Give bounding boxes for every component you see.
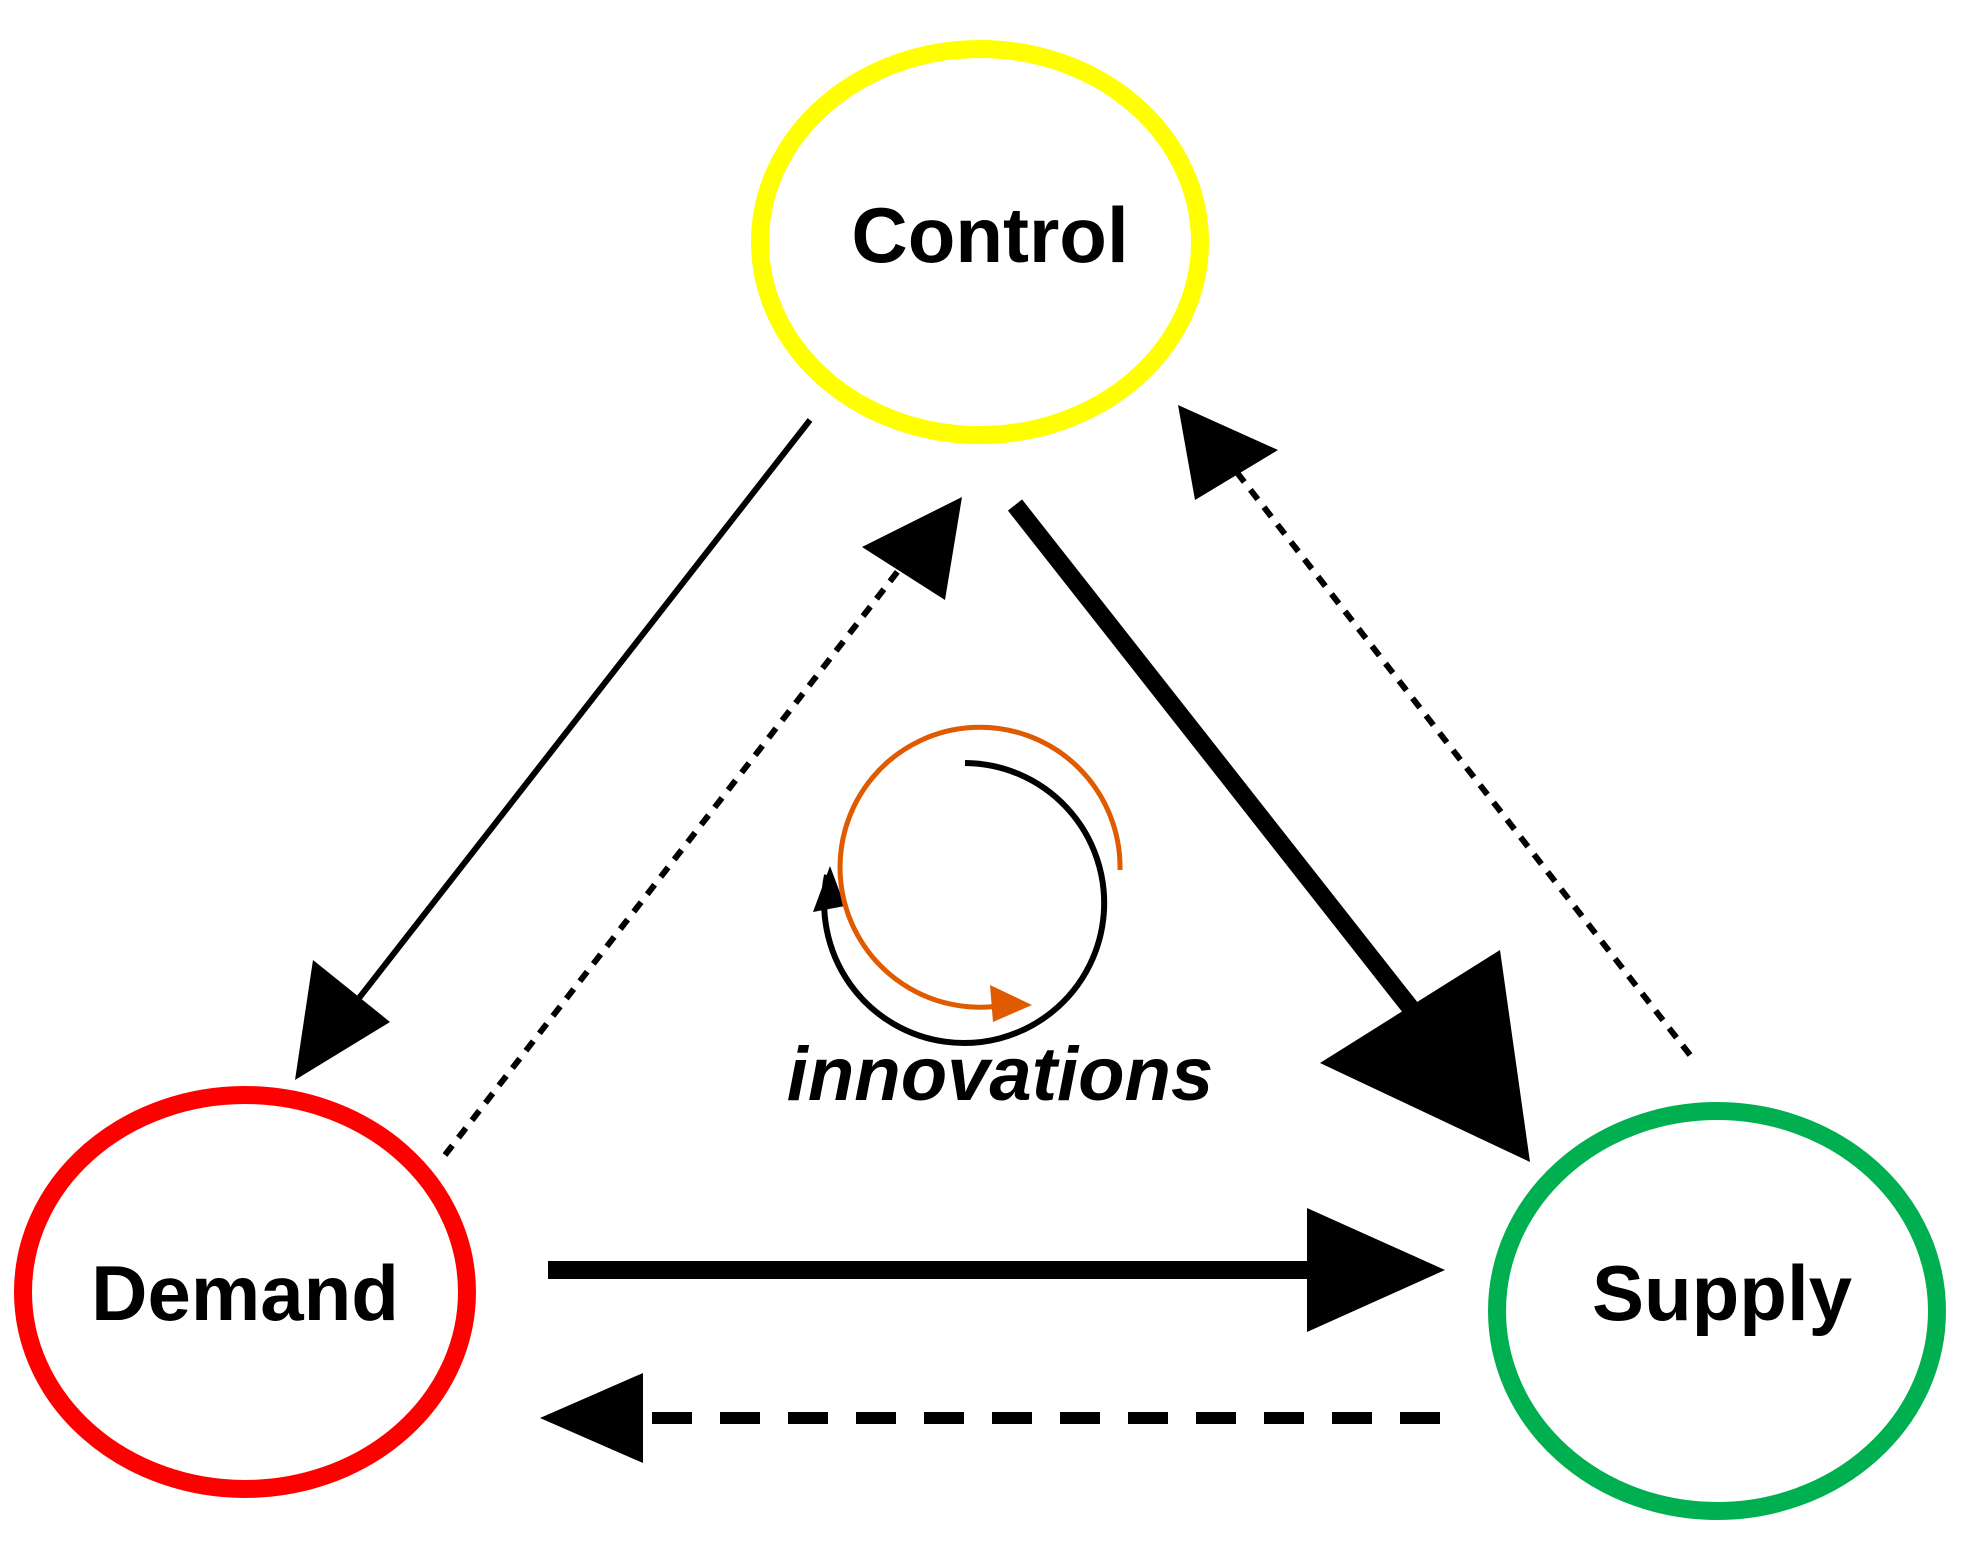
- inner-cycle-arrowhead: [813, 866, 845, 912]
- inner-cycle-arc: [821, 760, 1108, 1046]
- demand-node-label: Demand: [91, 1249, 399, 1337]
- arrowhead: [1178, 405, 1278, 500]
- arrow-demand-to-supply: [548, 1208, 1445, 1332]
- arrowhead: [1320, 950, 1530, 1162]
- supply-node-label: Supply: [1592, 1249, 1852, 1337]
- arrow-shaft: [442, 560, 908, 1157]
- control-node: Control: [751, 40, 1209, 444]
- demand-node: Demand: [14, 1086, 476, 1498]
- control-node-label: Control: [851, 191, 1128, 279]
- supply-node: Supply: [1488, 1102, 1946, 1520]
- arrow-shaft: [335, 418, 813, 1027]
- innovation-cycle-icon: [813, 724, 1123, 1046]
- outer-cycle-arrowhead: [990, 985, 1032, 1022]
- arrow-demand-to-control: [442, 497, 962, 1157]
- supply-node-circle: [1488, 1102, 1946, 1520]
- arrowhead: [540, 1373, 643, 1463]
- arrow-supply-to-control: [1178, 405, 1693, 1057]
- arrow-shaft: [1232, 468, 1693, 1057]
- arrowhead: [862, 497, 962, 600]
- innovations-label: innovations: [787, 1032, 1213, 1117]
- arrow-supply-to-demand: [540, 1373, 1440, 1463]
- arrowhead: [1307, 1208, 1445, 1332]
- arrow-control-to-demand: [295, 418, 813, 1080]
- demand-node-circle: [14, 1086, 476, 1498]
- arrowhead: [295, 960, 390, 1080]
- arrow-shaft: [1007, 499, 1428, 1026]
- arrow-control-to-supply: [1007, 499, 1530, 1162]
- outer-cycle-arc: [837, 724, 1123, 1010]
- control-node-circle: [751, 40, 1209, 444]
